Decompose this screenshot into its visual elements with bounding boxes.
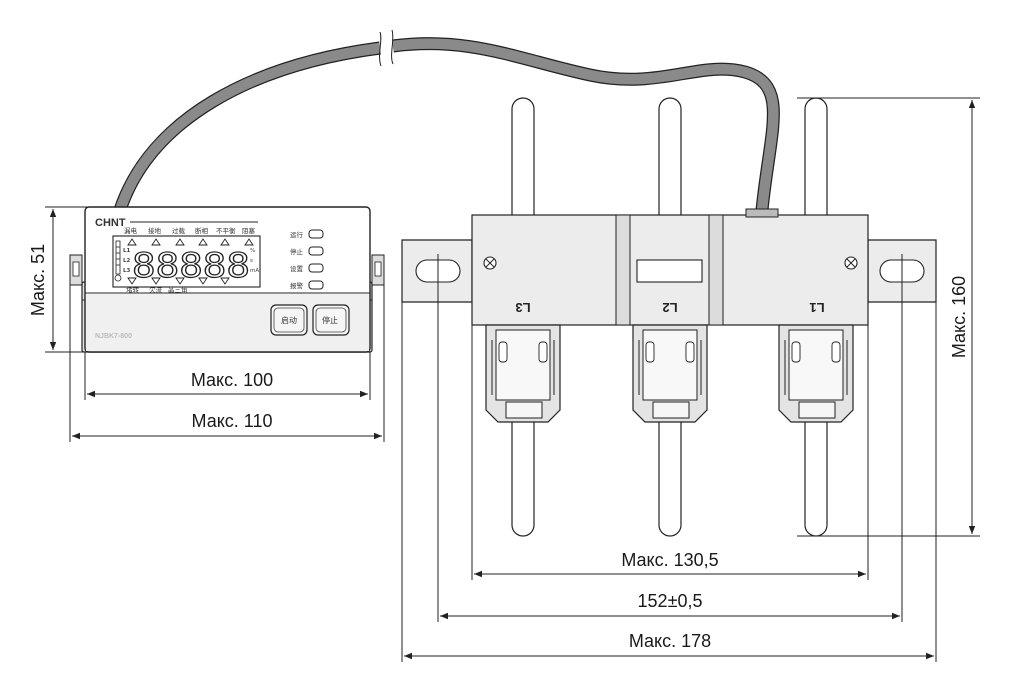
left-screw-icon: [483, 256, 497, 270]
dim-sensor-height: Макс. 160: [797, 97, 980, 537]
svg-text:Макс. 130,5: Макс. 130,5: [621, 550, 718, 570]
svg-text:堵转: 堵转: [126, 285, 140, 294]
brand-logo: CHNT: [95, 217, 126, 229]
svg-text:mA: mA: [250, 268, 259, 274]
svg-text:L1: L1: [809, 300, 824, 315]
svg-text:启动: 启动: [281, 315, 297, 325]
svg-text:L2: L2: [662, 300, 677, 315]
svg-text:s: s: [250, 258, 253, 264]
clamp-l3: [485, 324, 561, 423]
model-label: NJBK7-800: [95, 333, 132, 340]
svg-text:停止: 停止: [322, 315, 338, 325]
indicator-triangles-down: [127, 277, 230, 285]
clamp-l2: [632, 324, 708, 423]
svg-text:152±0,5: 152±0,5: [638, 591, 703, 611]
svg-text:Макс. 100: Макс. 100: [191, 370, 273, 390]
start-button[interactable]: 启动: [270, 304, 308, 336]
sensor-unit: L3 L2 L1: [401, 97, 937, 537]
svg-text:%: %: [250, 248, 255, 254]
sensor-window: [636, 259, 703, 283]
svg-text:断相: 断相: [195, 226, 209, 235]
svg-text:Макс. 51: Макс. 51: [28, 244, 48, 316]
indicator-triangles-up: [127, 238, 254, 246]
svg-text:Макс. 178: Макс. 178: [629, 631, 711, 651]
svg-text:阻塞: 阻塞: [242, 226, 256, 235]
dim-mount-pitch: 152±0,5: [437, 290, 903, 622]
svg-text:过载: 过载: [172, 226, 186, 235]
top-indicator-labels: 漏电 接地 过载 断相 不平衡 阻塞: [124, 226, 256, 235]
svg-text:L2: L2: [123, 258, 131, 264]
display-unit: CHNT 漏电 接地 过载 断相 不平衡 阻塞: [69, 206, 385, 353]
stop-button[interactable]: 停止: [312, 304, 350, 336]
svg-text:晶三角: 晶三角: [168, 285, 188, 294]
status-indicators: 运行 停止 设置 报警: [290, 229, 324, 290]
svg-text:L3: L3: [123, 268, 131, 274]
svg-text:运行: 运行: [290, 230, 304, 239]
svg-text:不平衡: 不平衡: [216, 226, 236, 235]
svg-text:停止: 停止: [290, 247, 304, 256]
right-screw-icon: [844, 256, 858, 270]
alarm-led: [308, 280, 324, 290]
dim-display-width-inner: Макс. 100: [84, 352, 371, 400]
svg-text:Макс. 110: Макс. 110: [192, 411, 273, 431]
svg-text:设置: 设置: [290, 264, 304, 273]
svg-text:报警: 报警: [290, 281, 304, 290]
svg-text:L1: L1: [123, 248, 131, 254]
dim-span-outer: Макс. 178: [401, 302, 937, 662]
svg-text:接地: 接地: [148, 226, 162, 235]
dim-span-inner: Макс. 130,5: [471, 325, 869, 580]
setting-led: [308, 263, 324, 273]
svg-text:漏电: 漏电: [124, 226, 138, 235]
connecting-cable: [113, 29, 780, 213]
clamp-l1: [778, 324, 854, 423]
svg-text:L3: L3: [515, 300, 530, 315]
cable-break: [381, 30, 392, 65]
svg-text:欠流: 欠流: [149, 285, 163, 294]
dim-display-height: Макс. 51: [28, 206, 95, 353]
run-led: [308, 229, 324, 239]
level-bargraph: [114, 240, 122, 282]
seven-segment-digits: 88888: [132, 246, 250, 286]
svg-text:Макс. 160: Макс. 160: [949, 276, 969, 358]
dim-display-width-outer: Макс. 110: [69, 285, 385, 442]
lcd-window: [112, 235, 261, 288]
stop-led: [308, 246, 324, 256]
